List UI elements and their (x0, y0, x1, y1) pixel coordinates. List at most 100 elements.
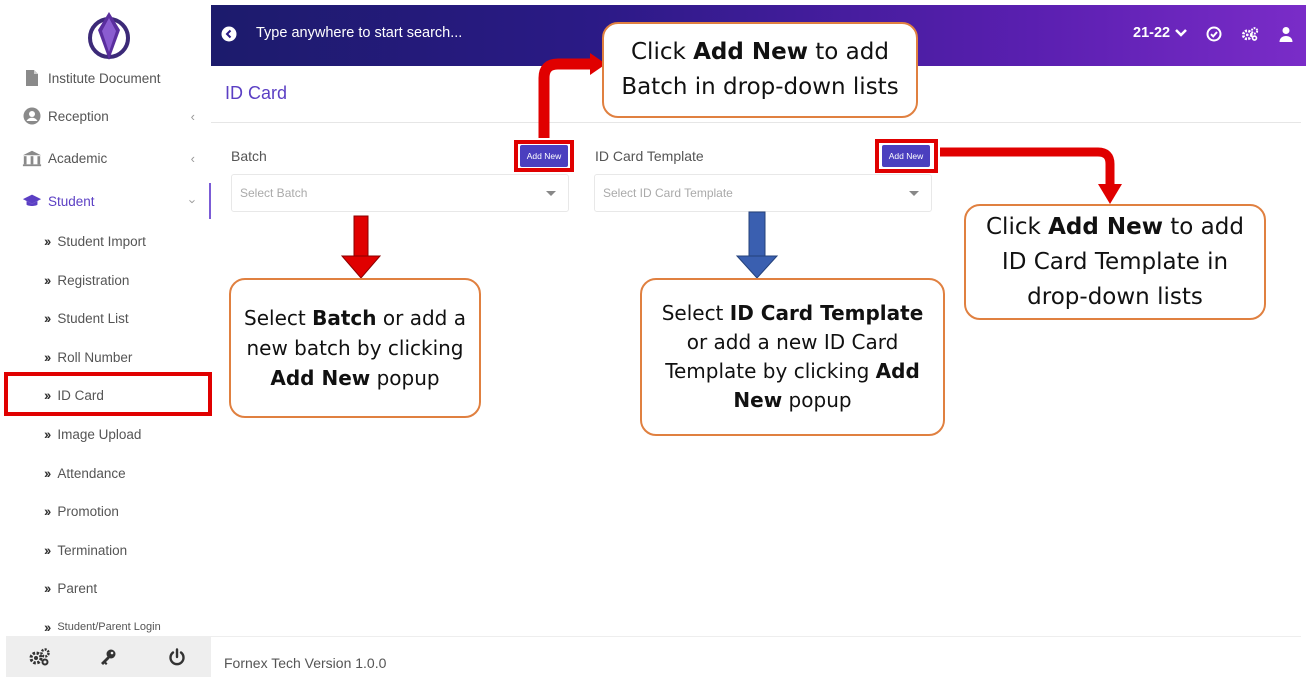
sidebar-subitem-registration[interactable]: ›› Registration (44, 265, 129, 295)
batch-add-new-button[interactable]: Add New (520, 145, 568, 167)
double-chevron-icon: ›› (44, 465, 51, 481)
logo-icon (88, 12, 130, 60)
callout-text: Click (986, 213, 1049, 240)
callout-select-template: Select ID Card Template or add a new ID … (640, 278, 945, 436)
page-title: ID Card (225, 83, 288, 103)
sidebar-subitem-student-parent-login[interactable]: ›› Student/Parent Login (44, 612, 161, 642)
version-text: Fornex Tech Version 1.0.0 (224, 655, 387, 671)
sidebar-subitem-label: Student List (57, 310, 129, 326)
sidebar-item-label: Academic (48, 150, 108, 166)
callout-text-bold: Add New (270, 366, 371, 390)
arrow-select-batch-head (340, 255, 382, 279)
callout-text: or add a new batch by clicking (246, 306, 466, 360)
sidebar-subitem-image-upload[interactable]: ›› Image Upload (44, 419, 141, 449)
callout-text: popup (370, 366, 440, 390)
double-chevron-icon: ›› (44, 503, 51, 519)
batch-select[interactable]: Select Batch (231, 174, 569, 212)
arrow-batch-add-line (538, 58, 592, 138)
chevron-left-icon: ‹ (190, 109, 195, 124)
sidebar-subitem-label: ID Card (57, 387, 104, 403)
sidebar-subitem-attendance[interactable]: ›› Attendance (44, 458, 126, 488)
callout-text-bold: Add New (693, 39, 808, 65)
template-add-highlight-box (875, 139, 938, 173)
arrow-select-template-head (735, 255, 779, 279)
callout-text: popup (782, 388, 852, 412)
academic-year-value: 21-22 (1133, 25, 1171, 41)
sidebar-subitem-label: Student/Parent Login (57, 621, 161, 633)
batch-select-placeholder: Select Batch (240, 186, 308, 200)
search-input[interactable]: Type anywhere to start search... (256, 25, 463, 41)
sidebar-item-student[interactable]: Student ‹ (6, 183, 211, 219)
double-chevron-icon: ›› (44, 426, 51, 442)
footer-divider (211, 636, 1301, 637)
settings-icon[interactable] (1241, 25, 1259, 43)
callout-select-batch: Select Batch or add a new batch by click… (229, 278, 481, 418)
callout-text-bold: ID Card Template (729, 301, 924, 325)
callout-text: Click (631, 39, 694, 65)
sidebar-subitem-termination[interactable]: ››Termination (44, 535, 127, 565)
double-chevron-icon: ›› (44, 619, 51, 635)
power-icon[interactable] (165, 645, 189, 669)
document-icon (22, 68, 42, 88)
arrow-select-batch-shaft (353, 215, 369, 257)
sidebar-subitem-label: Attendance (57, 465, 126, 481)
sidebar-item-label: Student (48, 193, 95, 209)
sidebar-item-label: Reception (48, 108, 109, 124)
title-divider (211, 122, 1301, 123)
sidebar-footer (6, 636, 211, 677)
batch-label: Batch (231, 148, 267, 164)
graduation-cap-icon (22, 191, 42, 211)
callout-text: to add ID Card Template in drop-down lis… (1001, 213, 1244, 310)
arrow-template-add-line (940, 147, 1115, 186)
caret-down-icon (546, 191, 556, 196)
sidebar-subitem-label: Roll Number (57, 349, 133, 365)
double-chevron-icon: ›› (44, 387, 51, 403)
key-icon[interactable] (96, 645, 120, 669)
settings-icon[interactable] (28, 645, 52, 669)
template-select-placeholder: Select ID Card Template (603, 186, 733, 200)
double-chevron-icon: ›› (44, 580, 51, 596)
sidebar-subitem-label: Parent (57, 580, 98, 596)
sidebar-item-reception[interactable]: Reception ‹ (6, 98, 211, 134)
caret-down-icon (909, 191, 919, 196)
arrow-template-add-head (1098, 184, 1122, 204)
sidebar-subitem-promotion[interactable]: ›› Promotion (44, 496, 119, 526)
id-card-template-select[interactable]: Select ID Card Template (594, 174, 932, 212)
double-chevron-icon: ›› (44, 233, 51, 249)
sidebar-subitem-parent[interactable]: ›› Parent (44, 573, 97, 603)
callout-add-template: Click Add New to add ID Card Template in… (964, 204, 1266, 320)
sidebar-subitem-id-card[interactable]: ›› ID Card (44, 380, 104, 410)
sidebar-subitem-label: Registration (57, 272, 130, 288)
back-arrow-icon[interactable] (221, 26, 237, 42)
id-card-highlight-box (4, 372, 212, 416)
callout-text: to add Batch in drop-down lists (621, 39, 899, 100)
template-add-new-button[interactable]: Add New (882, 145, 930, 167)
sidebar-item-label: Institute Document (48, 70, 161, 86)
sidebar-subitem-label: Promotion (57, 503, 119, 519)
sidebar-subitem-roll-number[interactable]: ››Roll Number (44, 342, 132, 372)
academic-year-select[interactable]: 21-22 (1133, 25, 1188, 41)
double-chevron-icon: ›› (44, 272, 51, 288)
sidebar-item-academic[interactable]: Academic ‹ (6, 140, 211, 176)
sidebar-subitem-label: Image Upload (57, 426, 142, 442)
sidebar-subitem-label: Termination (57, 542, 128, 558)
building-icon (22, 148, 42, 168)
sidebar-item-institute-document[interactable]: Institute Document (6, 60, 211, 96)
check-circle-icon[interactable] (1205, 25, 1223, 43)
sidebar-subitem-label: Student Import (57, 233, 146, 249)
sidebar-subitem-student-import[interactable]: ›› Student Import (44, 226, 146, 256)
arrow-batch-add-head (590, 53, 606, 75)
id-card-template-label: ID Card Template (595, 148, 704, 164)
user-icon[interactable] (1277, 25, 1295, 43)
sidebar-subitem-student-list[interactable]: ››Student List (44, 303, 129, 333)
sidebar: Institute Document Reception ‹ Academic … (6, 5, 211, 677)
batch-add-highlight-box (514, 140, 574, 172)
chevron-left-icon: ‹ (190, 151, 195, 166)
callout-text: Select (661, 301, 730, 325)
callout-text-bold: Add New (1048, 213, 1163, 240)
callout-text: or add a new ID Card Template by clickin… (665, 330, 899, 383)
callout-text-bold: Batch (312, 306, 377, 330)
user-circle-icon (22, 106, 42, 126)
callout-add-batch: Click Add New to add Batch in drop-down … (602, 22, 918, 118)
